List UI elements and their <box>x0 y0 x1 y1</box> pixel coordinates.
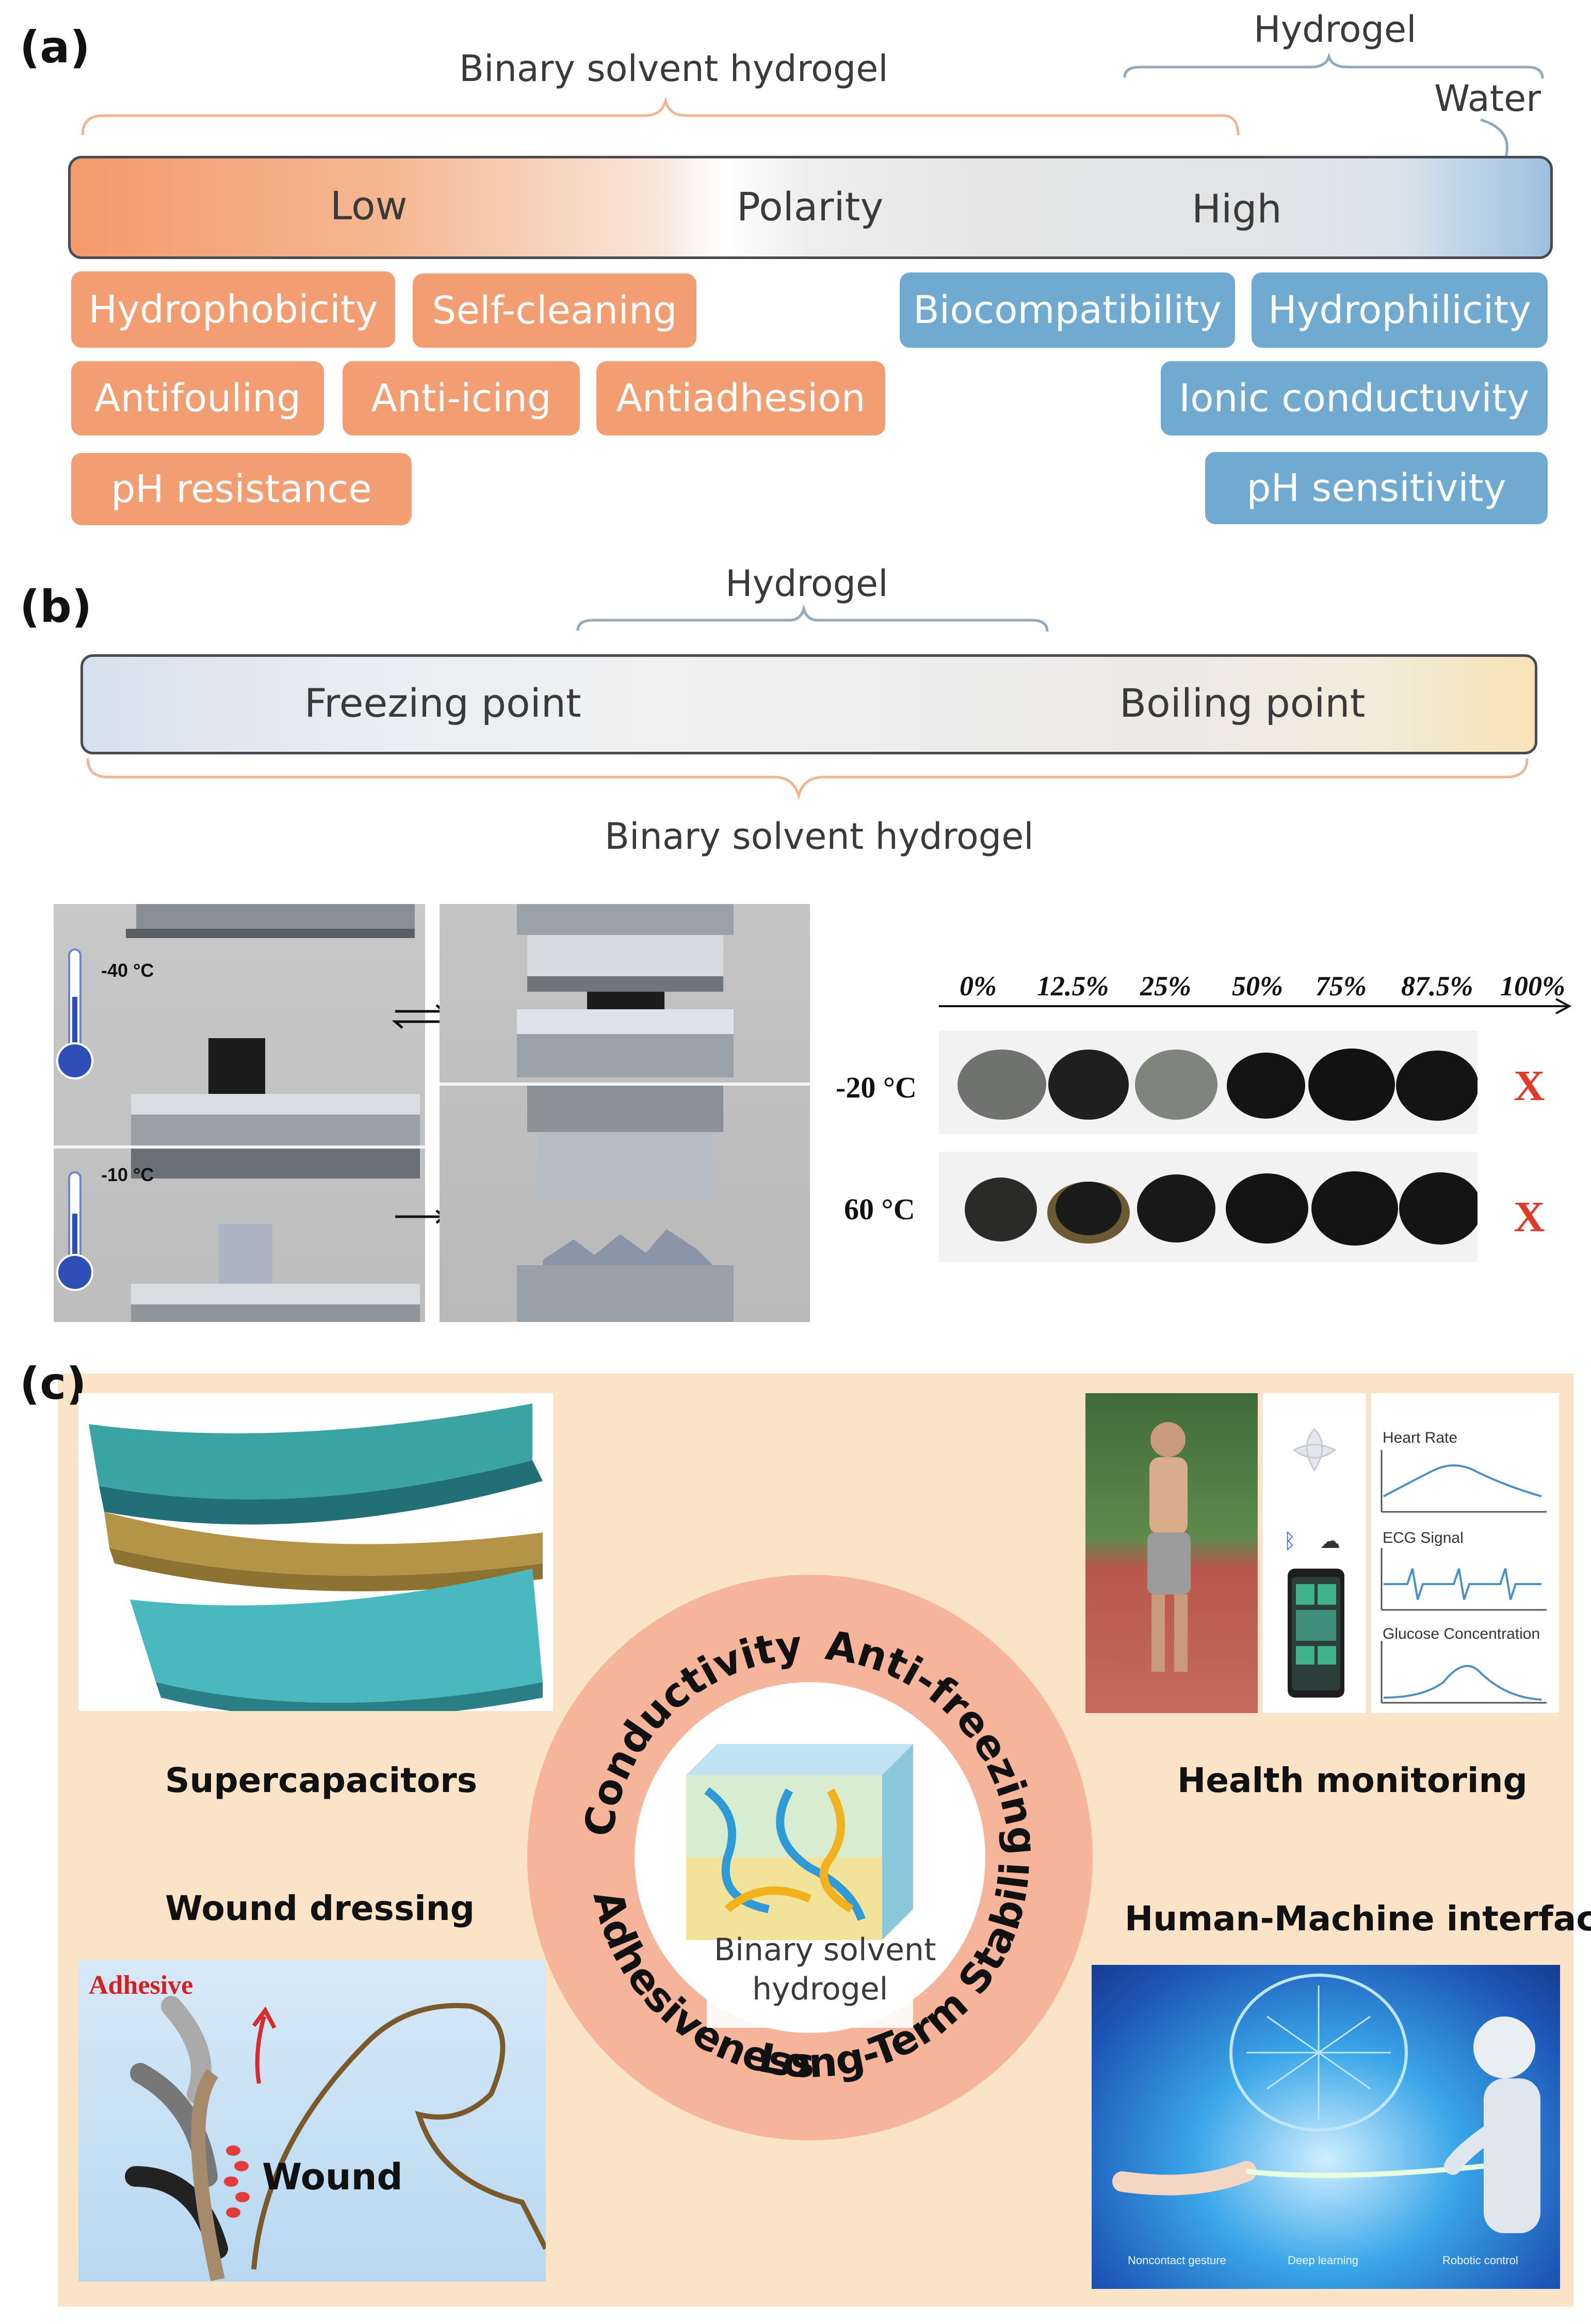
supercapacitors-label: Supercapacitors <box>165 1761 477 1800</box>
row-temp-60: 60 °C <box>844 1192 915 1226</box>
tag-hydrophobicity: Hydrophobicity <box>71 271 395 348</box>
tag-antifouling: Antifouling <box>71 361 324 435</box>
ecg-signal-label: ECG Signal <box>1383 1529 1464 1546</box>
panel-b-label: (b) <box>20 581 92 633</box>
health-charts-illustration <box>1381 1450 1547 1704</box>
heart-rate-trace <box>1383 1464 1542 1497</box>
hydrogel-cube-icon <box>686 1744 913 1940</box>
property-ring: Conductivity Anti-freezing Adhesiveness … <box>521 1548 1093 2140</box>
polarity-title: Polarity <box>737 184 884 230</box>
pct-100: 100% <box>1500 971 1565 1002</box>
hydrogel-bracket-a <box>1123 52 1544 79</box>
bluetooth-icon: ᛒ <box>1284 1530 1296 1553</box>
hmi-illustration <box>1112 1974 1540 2233</box>
tag-self-cleaning: Self-cleaning <box>413 273 696 348</box>
supercapacitor-image <box>78 1393 553 1711</box>
temp-label-minus10: -10 °C <box>101 1164 154 1185</box>
panel-c-label: (c) <box>20 1358 87 1410</box>
supercapacitor-illustration <box>89 1403 543 1711</box>
polarity-bar <box>68 156 1553 259</box>
wearable-device-panel: ᛒ ☁ <box>1263 1393 1366 1713</box>
wound-spots <box>224 2145 250 2218</box>
panel-a-label: (a) <box>20 22 90 73</box>
device-illustration: ᛒ ☁ <box>1284 1428 1344 1698</box>
samples-minus20-illustration <box>957 1048 1478 1121</box>
right-arrow-icon <box>395 1209 447 1224</box>
runner-photo <box>1085 1393 1258 1713</box>
panel-a-brackets <box>81 52 1544 199</box>
hydrogel-bracket-label-b: Hydrogel <box>725 562 888 605</box>
compression-left-illustration <box>54 904 425 1322</box>
polarity-low-label: Low <box>330 183 408 229</box>
water-pointer-line <box>1480 118 1508 199</box>
heart-rate-label: Heart Rate <box>1383 1429 1458 1446</box>
runner-illustration <box>1147 1422 1191 1672</box>
temp-label-minus40: -40 °C <box>101 960 154 981</box>
compression-photo-right <box>440 904 810 1322</box>
panel-b-brackets <box>86 604 1529 801</box>
sample-row-60 <box>939 1152 1478 1262</box>
adhesive-arrow-icon <box>252 2006 277 2084</box>
human-machine-interface-label: Human-Machine interface <box>1125 1899 1591 1939</box>
tag-ionic-conductuvity: Ionic conductuvity <box>1161 361 1548 435</box>
binary-solvent-bracket-a <box>81 96 1240 136</box>
fail-mark-minus20: X <box>1514 1062 1545 1110</box>
binary-solvent-bracket-label-a: Binary solvent hydrogel <box>459 47 888 90</box>
pct-75: 75% <box>1316 971 1367 1002</box>
center-label-line2: hydrogel <box>752 1971 888 2007</box>
sample-row-minus20 <box>939 1031 1478 1134</box>
hydrogel-bracket-b <box>576 604 1049 632</box>
compression-right-illustration <box>440 904 810 1322</box>
tag-antiadhesion: Antiadhesion <box>596 361 885 435</box>
fail-mark-60: X <box>1514 1193 1545 1241</box>
hmi-caption-robotic: Robotic control <box>1442 2254 1518 2267</box>
pct-0: 0% <box>960 971 997 1002</box>
tag-hydrophilicity: Hydrophilicity <box>1252 272 1548 348</box>
wound-dressing-label: Wound dressing <box>165 1889 475 1928</box>
wound-label: Wound <box>262 2156 403 2198</box>
tag-ph-resistance: pH resistance <box>71 453 412 525</box>
cloud-upload-icon: ☁ <box>1320 1530 1340 1553</box>
thermometer-icon-bottom <box>56 1171 93 1291</box>
ratio-axis-arrow <box>939 998 1572 1014</box>
binary-solvent-bracket-label-b: Binary solvent hydrogel <box>605 815 1034 858</box>
glucose-label: Glucose Concentration <box>1383 1625 1540 1642</box>
hmi-caption-deep-learning: Deep learning <box>1288 2254 1358 2267</box>
tag-anti-icing: Anti-icing <box>343 361 580 435</box>
wound-dressing-image: Adhesive Wound <box>78 1960 546 2282</box>
hmi-image: Noncontact gesture Deep learning Robotic… <box>1092 1965 1560 2289</box>
wound-illustration <box>125 1996 546 2281</box>
polarity-high-label: High <box>1192 186 1282 232</box>
pct-50: 50% <box>1232 971 1283 1002</box>
tag-ph-sensitivity: pH sensitivity <box>1205 452 1548 524</box>
compression-photo-left: -40 °C -10 °C <box>54 904 425 1322</box>
glucose-trace <box>1383 1665 1542 1701</box>
temperature-bar <box>80 654 1537 754</box>
ecg-trace <box>1384 1568 1541 1600</box>
tag-biocompatibility: Biocompatibility <box>900 272 1235 348</box>
freezing-point-label: Freezing point <box>304 680 581 726</box>
samples-60-illustration <box>965 1171 1478 1246</box>
center-label-line1: Binary solvent <box>714 1932 936 1968</box>
reversible-arrow-icon <box>392 1004 447 1029</box>
health-charts-panel: Heart Rate ECG Signal Glucose Concentrat… <box>1371 1393 1559 1713</box>
row-temp-minus20: -20 °C <box>836 1071 917 1104</box>
hydrogel-bracket-label-a: Hydrogel <box>1254 8 1417 51</box>
thermometer-icon-top <box>56 948 93 1079</box>
pct-87-5: 87.5% <box>1401 971 1473 1002</box>
binary-solvent-bracket-b <box>86 758 1529 801</box>
boiling-point-label: Boiling point <box>1119 680 1366 726</box>
health-monitoring-label: Health monitoring <box>1177 1761 1528 1800</box>
water-label: Water <box>1434 77 1541 120</box>
pct-12-5: 12.5% <box>1037 971 1109 1002</box>
adhesive-label: Adhesive <box>89 1971 193 2000</box>
hmi-caption-noncontact: Noncontact gesture <box>1128 2254 1226 2267</box>
pct-25: 25% <box>1140 971 1191 1002</box>
